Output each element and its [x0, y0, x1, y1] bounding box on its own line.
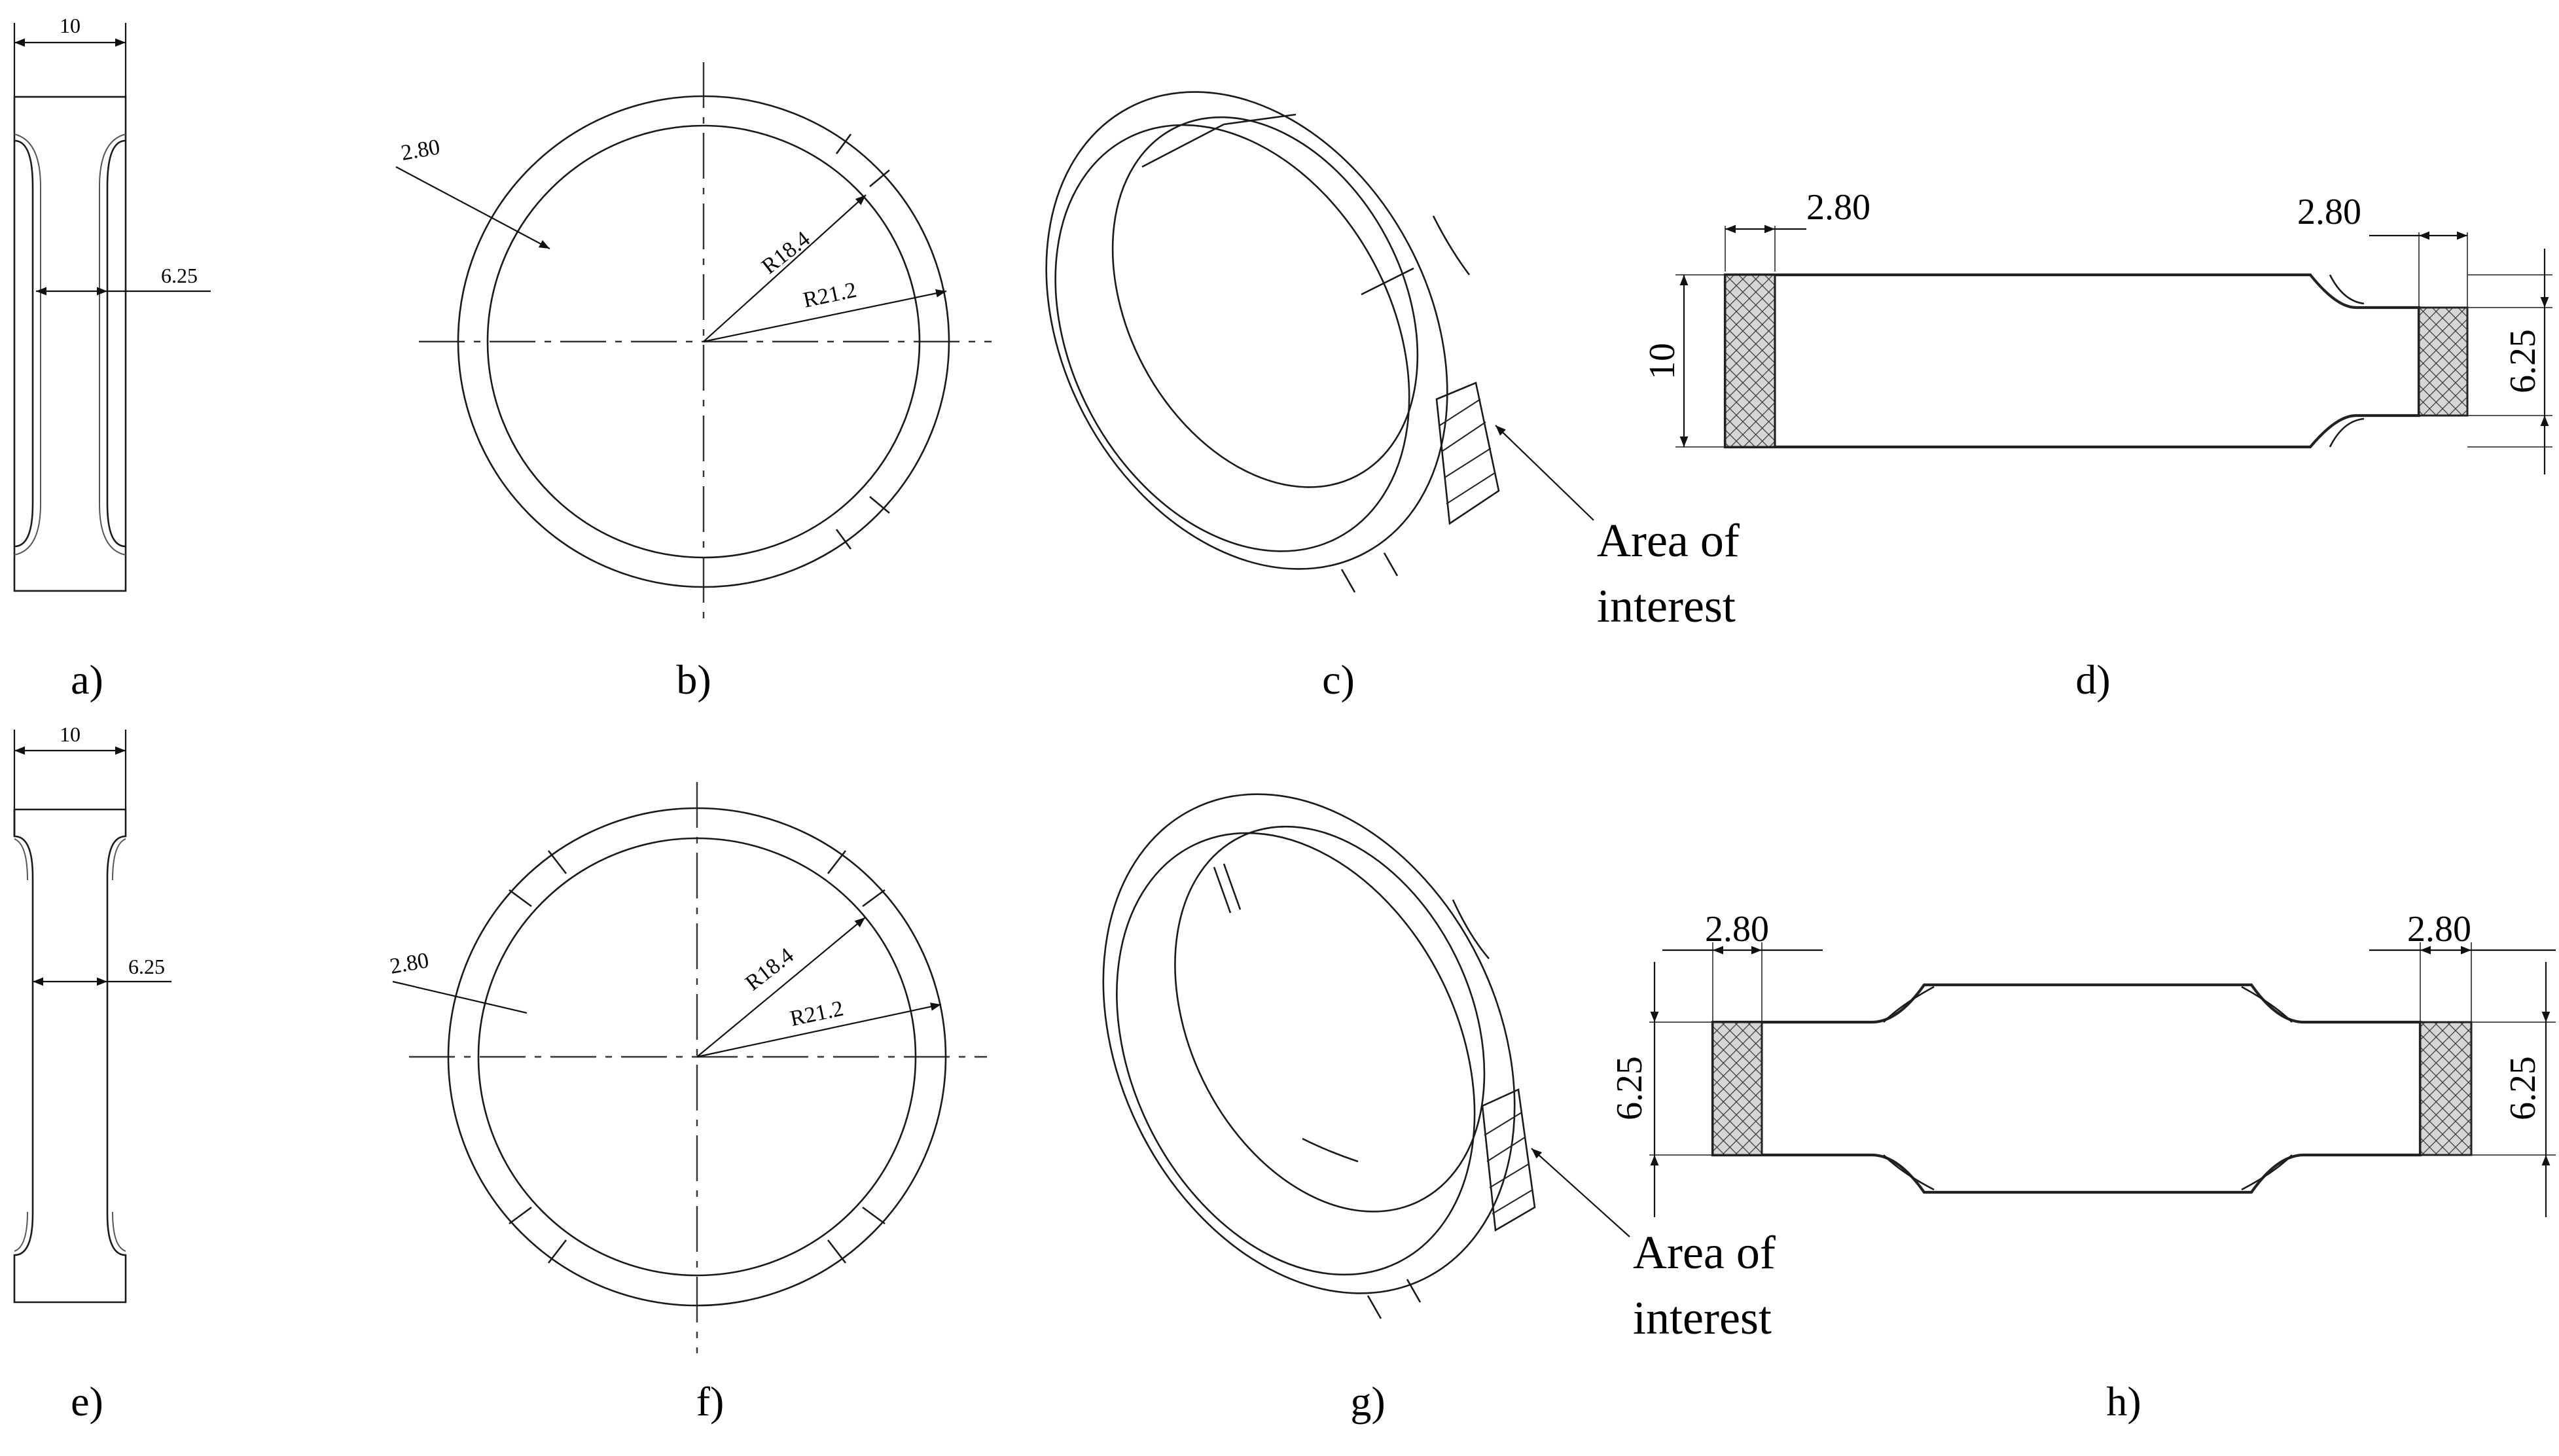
callout-area-line1-c: Area of [1597, 514, 1740, 567]
panel-label-f: f) [696, 1378, 725, 1425]
panel-label-h: h) [2106, 1378, 2141, 1425]
dim-wall-left-h: 2.80 [1705, 909, 1769, 950]
panel-label-e: e) [71, 1378, 103, 1425]
panel-label-c: c) [1322, 656, 1355, 703]
panel-label-a: a) [71, 656, 103, 703]
panel-e-side-view: 10 6.25 [13, 722, 171, 1304]
dim-wall-b: 2.80 [399, 135, 442, 166]
panel-label-b: b) [676, 656, 711, 703]
dim-wall-left-d: 2.80 [1806, 187, 1870, 228]
panel-label-g: g) [1350, 1378, 1385, 1425]
dim-width-d: 10 [1642, 343, 1683, 380]
dim-neck-d: 6.25 [2503, 329, 2543, 393]
dim-outer-radius-f: R21.2 [788, 997, 846, 1031]
dim-inner-radius-f: R18.4 [741, 944, 798, 996]
dim-neck-e: 6.25 [128, 955, 165, 978]
dim-outer-radius-b: R21.2 [801, 278, 859, 313]
dim-neck-left-h: 6.25 [1609, 1056, 1650, 1120]
panel-g-isometric-view: Area of interest [1102, 793, 1776, 1344]
callout-area-line2-c: interest [1597, 580, 1736, 632]
dim-width-e: 10 [60, 722, 81, 746]
panel-a-side-view: 10 6.25 [13, 14, 211, 592]
callout-area-line2-g: interest [1633, 1292, 1772, 1344]
panel-f-top-view: 2.80 R18.4 R21.2 [388, 782, 987, 1353]
panel-label-d: d) [2075, 656, 2110, 703]
panel-h-unrolled-strip: 2.80 2.80 6.25 6.25 [1609, 909, 2556, 1217]
dim-neck-a: 6.25 [161, 264, 198, 287]
dim-wall-right-h: 2.80 [2407, 909, 2471, 950]
dim-wall-right-d: 2.80 [2297, 192, 2361, 232]
panel-b-top-view: 2.80 R18.4 R21.2 [395, 62, 992, 625]
dim-wall-f: 2.80 [388, 948, 431, 979]
dim-inner-radius-b: R18.4 [757, 227, 815, 279]
dim-width-a: 10 [60, 14, 81, 37]
panel-d-unrolled-strip: 2.80 2.80 10 6.25 [1642, 187, 2552, 474]
panel-c-isometric-view: Area of interest [1045, 91, 1740, 632]
callout-area-line1-g: Area of [1633, 1226, 1776, 1279]
dim-neck-right-h: 6.25 [2503, 1056, 2543, 1120]
